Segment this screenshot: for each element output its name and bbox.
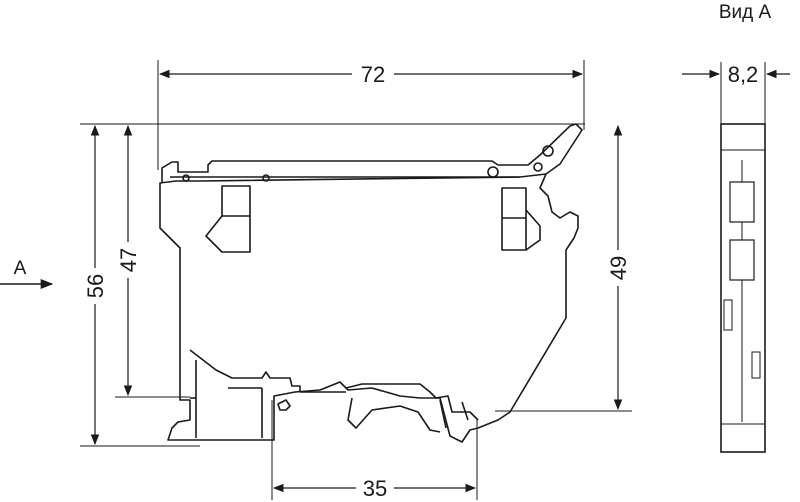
view-a-outline: [720, 123, 766, 453]
dimension-47-label: 47: [116, 248, 141, 272]
lower-clamp: [189, 349, 301, 392]
clamp-left: [205, 185, 251, 253]
screw-pin-2: [262, 174, 270, 182]
pivot-hole-3: [533, 162, 543, 172]
view-a-title: Вид А: [719, 2, 772, 23]
clamp-right: [501, 187, 527, 251]
dimension-49-label: 49: [606, 256, 631, 280]
view-arrow-label: A: [14, 258, 27, 279]
terminal-block-side-view: [159, 123, 583, 443]
pivot-hole-1: [487, 166, 499, 178]
top-lever: [161, 123, 583, 183]
view-a-dimension-label: 8,2: [728, 62, 759, 87]
body-outline: [159, 173, 579, 443]
view-arrow-a: A: [0, 258, 54, 290]
dimension-56: [80, 123, 585, 447]
dimension-56-label: 56: [83, 274, 108, 298]
view-a-profile: [682, 62, 790, 453]
pivot-hole-2: [542, 145, 554, 157]
dimension-72-label: 72: [361, 62, 385, 87]
din-rail-foot: [345, 383, 479, 421]
dimension-35-label: 35: [363, 476, 387, 501]
screw-pin: [182, 174, 190, 182]
